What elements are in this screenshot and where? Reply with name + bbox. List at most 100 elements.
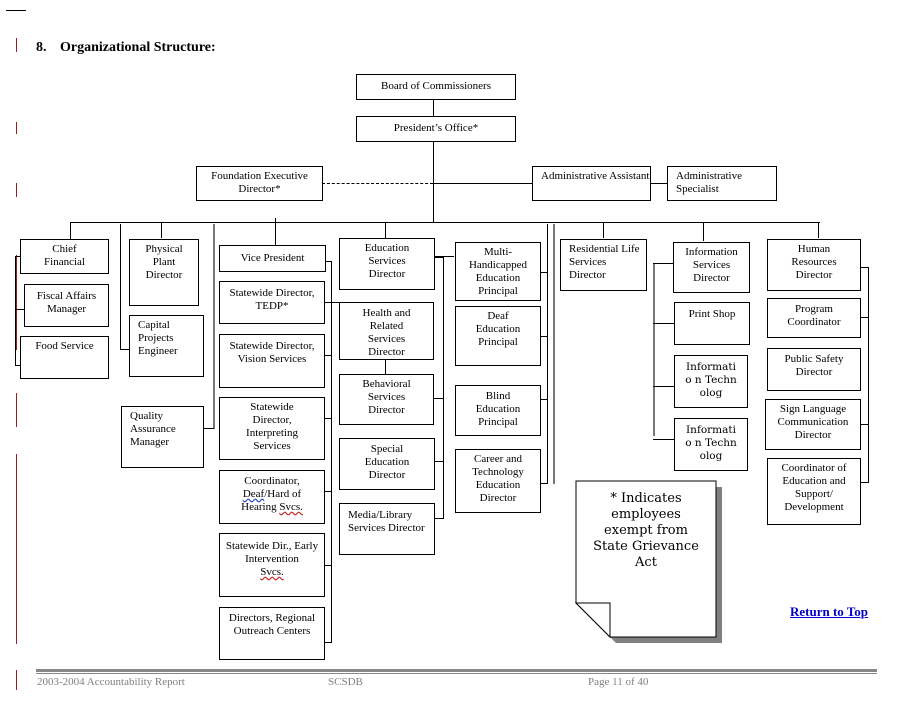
connector	[860, 424, 869, 425]
connector	[385, 222, 386, 238]
box-label: Coordinator of Education and Support/ De…	[781, 462, 847, 513]
org-box-quality-assurance: Quality Assurance Manager	[121, 406, 204, 468]
box-label: Informatio n Technolog	[685, 361, 737, 399]
box-label: Administrative Assistant	[541, 170, 650, 182]
revision-mark	[16, 122, 17, 134]
connector	[325, 642, 332, 643]
revision-mark	[16, 393, 17, 427]
connector	[120, 224, 121, 350]
org-box-president: President’s Office*	[356, 116, 516, 142]
org-box-early-intervention: Statewide Dir., Early Intervention Svcs.	[219, 533, 325, 597]
org-box-deaf-hoh: Coordinator, Deaf/Hard of Hearing Svcs.	[219, 470, 325, 524]
connector-bus	[70, 222, 820, 223]
connector	[385, 360, 386, 375]
connector	[653, 263, 673, 264]
org-box-sign-language: Sign Language Communication Director	[765, 399, 861, 450]
org-box-info-tech-2: Informatio n Technolog	[674, 418, 748, 471]
box-label: Print Shop	[688, 308, 736, 320]
org-box-education-services: Education Services Director	[339, 238, 435, 290]
connector	[15, 365, 21, 366]
connector	[653, 263, 655, 436]
footer-report: 2003-2004 Accountability Report	[37, 676, 185, 688]
connector	[703, 222, 704, 241]
connector	[204, 428, 214, 429]
connector	[540, 336, 548, 337]
org-box-foundation: Foundation Executive Director*	[196, 166, 323, 201]
connector	[868, 267, 869, 482]
box-label: Program Coordinator	[787, 303, 841, 328]
box-label: Multi-Handicapped Education Principal	[468, 246, 528, 297]
box-label: Fiscal Affairs Manager	[36, 290, 97, 315]
org-box-interpreting: Statewide Director, Interpreting Service…	[219, 397, 325, 460]
revision-mark	[16, 670, 17, 690]
org-box-human-resources: Human Resources Director	[767, 239, 861, 291]
org-box-print-shop: Print Shop	[674, 302, 750, 345]
connector	[434, 256, 454, 257]
connector	[120, 349, 129, 350]
box-label: Directors, Regional Outreach Centers	[228, 612, 316, 637]
connector	[443, 256, 444, 258]
connector	[434, 461, 444, 462]
connector	[161, 222, 162, 238]
footer-org: SCSDB	[328, 676, 363, 688]
connector	[331, 261, 332, 643]
connector	[860, 317, 869, 318]
org-box-fiscal-affairs: Fiscal Affairs Manager	[24, 284, 109, 327]
connector	[434, 257, 444, 258]
org-box-blind-ed: Blind Education Principal	[455, 385, 541, 436]
dashed-connector	[322, 183, 433, 184]
connector	[540, 272, 548, 273]
connector	[547, 224, 548, 484]
connector	[15, 256, 16, 366]
org-box-admin-specialist: Administrative Specialist	[667, 166, 777, 201]
box-label: Capital Projects Engineer	[138, 319, 178, 357]
org-box-program-coord: Program Coordinator	[767, 298, 861, 338]
box-label: Career and Technology Education Director	[472, 453, 524, 504]
box-label: Behavioral Services Director	[362, 378, 411, 416]
connector	[325, 355, 332, 356]
org-box-vice-president: Vice President	[219, 245, 326, 272]
connector	[15, 256, 21, 257]
legend-note: * Indicates employees exempt from State …	[574, 480, 722, 643]
connector	[443, 257, 444, 519]
return-to-top-link[interactable]: Return to Top	[790, 604, 869, 619]
connector	[553, 224, 555, 484]
note-text: * Indicates employees exempt from State …	[593, 491, 699, 570]
connector	[325, 491, 332, 492]
org-box-multi-handicapped: Multi-Handicapped Education Principal	[455, 242, 541, 301]
box-label: Residential Life Services Director	[569, 243, 640, 281]
revision-mark	[16, 38, 17, 52]
box-label: Education Services Director	[364, 242, 410, 280]
org-box-info-tech-1: Informatio n Technolog	[674, 355, 748, 408]
org-box-behavioral: Behavioral Services Director	[339, 374, 434, 425]
box-label: Food Service	[35, 340, 94, 352]
box-label: Blind Education Principal	[475, 390, 521, 428]
section-number: 8.	[36, 40, 47, 55]
box-label: Special Education Director	[364, 443, 410, 481]
box-label: Deaf Education Principal	[475, 310, 521, 348]
org-box-residential: Residential Life Services Director	[560, 239, 647, 291]
connector	[70, 222, 71, 239]
box-label: Health and Related Services Director	[362, 307, 411, 358]
box-label: Foundation Executive Director*	[211, 170, 308, 195]
box-label: Chief Financial	[44, 243, 85, 268]
box-label: Human Resources Director	[791, 243, 837, 281]
connector	[860, 482, 869, 483]
box-label: Svcs.	[279, 501, 303, 513]
connector	[433, 99, 434, 116]
connector	[540, 399, 548, 400]
box-label: Vice President	[240, 252, 305, 264]
top-rule	[6, 10, 26, 11]
connector	[325, 261, 332, 262]
org-box-outreach: Directors, Regional Outreach Centers	[219, 607, 325, 660]
connector	[540, 483, 548, 484]
box-label: Quality Assurance Manager	[130, 410, 176, 448]
connector	[860, 267, 869, 268]
box-label: Deaf	[242, 488, 265, 500]
box-label: Statewide Director, Vision Services	[229, 340, 315, 365]
box-label: Statewide Dir., Early Intervention	[225, 540, 319, 565]
connector	[650, 183, 668, 184]
org-box-board: Board of Commissioners	[356, 74, 516, 100]
box-label: Statewide Director, TEDP*	[229, 287, 315, 312]
connector	[603, 222, 604, 238]
